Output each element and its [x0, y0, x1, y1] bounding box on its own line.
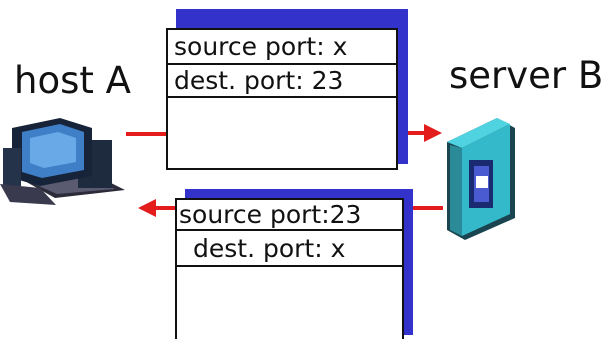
host-label: host A [14, 59, 131, 102]
source-port-field: source port:23 [177, 200, 402, 231]
dest-port-field: dest. port: 23 [168, 65, 396, 98]
dest-port-field: dest. port: x [177, 231, 402, 267]
arrow-segment-to-host [138, 199, 176, 217]
segment-to-server: source port: x dest. port: 23 [166, 28, 398, 170]
source-port-field: source port: x [168, 30, 396, 65]
server-icon [447, 118, 515, 240]
host-computer-icon [0, 118, 125, 205]
server-label: server B [449, 54, 602, 97]
segment-to-host: source port:23 dest. port: x [175, 198, 404, 339]
